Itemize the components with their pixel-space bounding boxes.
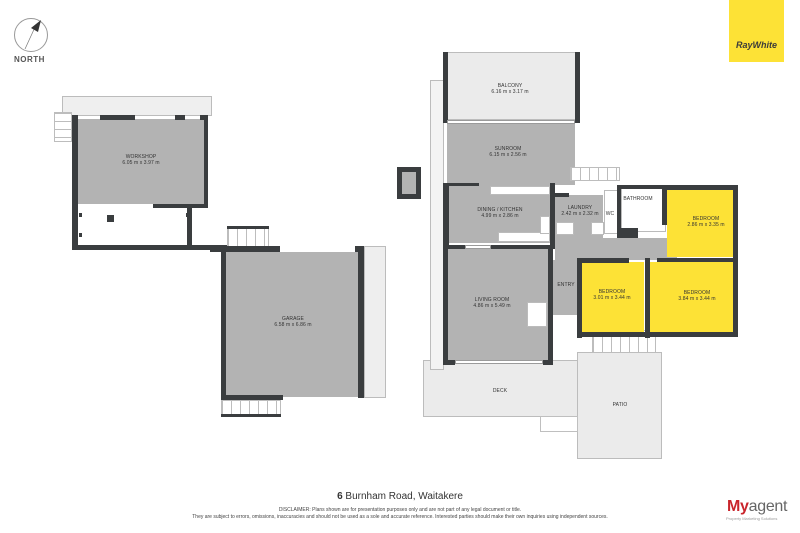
- workshop-room: [77, 119, 205, 204]
- living-wall-bottom-left: [443, 360, 455, 365]
- workshop-wall-bottom: [153, 204, 208, 208]
- garage-stairs-top: [227, 228, 269, 248]
- bathroom-wall-top: [621, 185, 671, 189]
- garage-side-path: [364, 246, 386, 398]
- workshop-wall-left: [72, 115, 78, 250]
- bedroom-1-wall-left: [662, 185, 667, 225]
- sunroom-room: [447, 123, 575, 185]
- myagent-logo-my: My: [727, 498, 749, 515]
- laundry-bench: [556, 222, 574, 235]
- garage-stairs-top-edge: [227, 226, 269, 229]
- garage-wall-top-left: [210, 246, 280, 252]
- garage-wall-right: [358, 246, 364, 398]
- side-walkway: [430, 80, 444, 370]
- myagent-logo: Myagent: [727, 498, 787, 516]
- address-number: 6: [337, 491, 343, 502]
- patio-label: PATIO: [612, 402, 628, 408]
- bedroom-1-room: [667, 189, 733, 257]
- disclaimer-line-1: DISCLAIMER: Plans shown are for presenta…: [278, 507, 522, 513]
- outbuilding-room: [402, 172, 416, 194]
- garage-stairs-bottom-edge: [221, 414, 281, 417]
- living-wall-top: [443, 245, 555, 249]
- laundry-wall-top: [555, 193, 569, 197]
- workshop-wall-inner: [187, 204, 192, 250]
- property-address: 6 Burnham Road, Waitakere: [0, 491, 800, 502]
- myagent-logo-agent: agent: [748, 498, 788, 515]
- address-street: Burnham Road, Waitakere: [342, 491, 463, 502]
- bedroom-1-label: BEDROOM 2.86 m x 3.35 m: [687, 216, 725, 228]
- workshop-wall-base: [72, 245, 227, 250]
- compass-label: NORTH: [14, 55, 45, 64]
- dining-wall-left: [443, 183, 449, 249]
- workshop-post: [107, 215, 114, 222]
- garage-label: GARAGE 6.58 m x 6.86 m: [274, 316, 312, 328]
- sunroom-label: SUNROOM 6.15 m x 2.56 m: [489, 146, 527, 158]
- bedroom-divider-wall: [645, 258, 650, 338]
- bathroom-room: [621, 188, 666, 232]
- dining-kitchen-label: DINING / KITCHEN 4.99 m x 2.86 m: [477, 207, 523, 219]
- compass-circle: [14, 18, 48, 52]
- workshop-wall-right: [204, 115, 208, 208]
- living-wall-right: [548, 245, 553, 365]
- raywhite-logo-text: RayWhite: [735, 40, 777, 50]
- living-room-label: LIVING ROOM 4.86 m x 5.49 m: [473, 297, 511, 309]
- closet: [650, 262, 657, 332]
- garage-wall-bottom: [221, 395, 283, 400]
- workshop-wall-top-b: [175, 115, 185, 120]
- entry-room: [553, 260, 577, 315]
- living-wall-left: [443, 245, 448, 365]
- kitchen-bench-top: [490, 186, 550, 195]
- bedroom-3-room: [657, 262, 733, 332]
- workshop-stairs: [54, 112, 72, 142]
- dining-wall-top: [449, 183, 479, 186]
- wc-label: WC: [605, 211, 615, 217]
- deck-area: [423, 360, 585, 417]
- deck-step: [540, 416, 578, 432]
- bathroom-label: BATHROOM: [623, 196, 653, 202]
- laundry-stairs: [570, 167, 620, 181]
- entry-label: ENTRY: [557, 282, 575, 288]
- bedroom-2-wall-top: [577, 258, 629, 263]
- disclaimer-line-2: They are subject to errors, omissions, i…: [192, 514, 608, 520]
- bedrooms-wall-bottom: [577, 332, 737, 337]
- living-window-top: [465, 245, 491, 249]
- bedroom-2-room: [582, 262, 644, 332]
- sunroom-window-top: [447, 120, 575, 124]
- wc-wall-right: [617, 185, 621, 240]
- workshop-label: WORKSHOP 6.05 m x 3.97 m: [122, 154, 160, 166]
- workshop-porch: [62, 96, 212, 116]
- patio-area: [577, 352, 662, 459]
- garage-room: [226, 252, 361, 397]
- balcony-label: BALCONY 6.16 m x 3.17 m: [491, 83, 529, 95]
- workshop-post-small-2: [79, 233, 82, 237]
- bathroom-wall-bottom: [621, 228, 638, 238]
- living-window-bottom: [455, 360, 543, 364]
- workshop-post-small-3: [186, 213, 189, 217]
- kitchen-bench-side: [540, 216, 550, 234]
- hallway: [555, 238, 677, 260]
- kitchen-island: [498, 232, 550, 242]
- bedroom-3-label: BEDROOM 3.84 m x 3.44 m: [678, 290, 716, 302]
- workshop-wall-top-a: [100, 115, 135, 120]
- bedroom-3-wall-top: [657, 258, 737, 262]
- garage-wall-left: [221, 246, 226, 400]
- deck-label: DECK: [492, 388, 508, 394]
- north-arrow-icon: [24, 20, 41, 50]
- workshop-wall-top-c: [200, 115, 207, 120]
- living-wall-bottom-right: [543, 360, 553, 365]
- laundry-label: LAUNDRY 2.42 m x 2.32 m: [561, 205, 599, 217]
- balcony-area: [447, 52, 577, 120]
- balcony-wall-left: [443, 52, 448, 123]
- dining-wall-right: [550, 183, 555, 245]
- balcony-wall-right: [575, 52, 580, 123]
- workshop-post-small-1: [79, 213, 82, 217]
- bedroom-2-label: BEDROOM 3.01 m x 3.44 m: [593, 289, 631, 301]
- bedroom-1-wall-top: [662, 185, 737, 190]
- raywhite-logo: RayWhite: [729, 0, 784, 62]
- bedroom-2-wall-left: [577, 258, 582, 338]
- fireplace: [527, 302, 547, 327]
- myagent-tagline: Property Marketing Solutions: [726, 516, 778, 521]
- laundry-machine: [591, 222, 604, 235]
